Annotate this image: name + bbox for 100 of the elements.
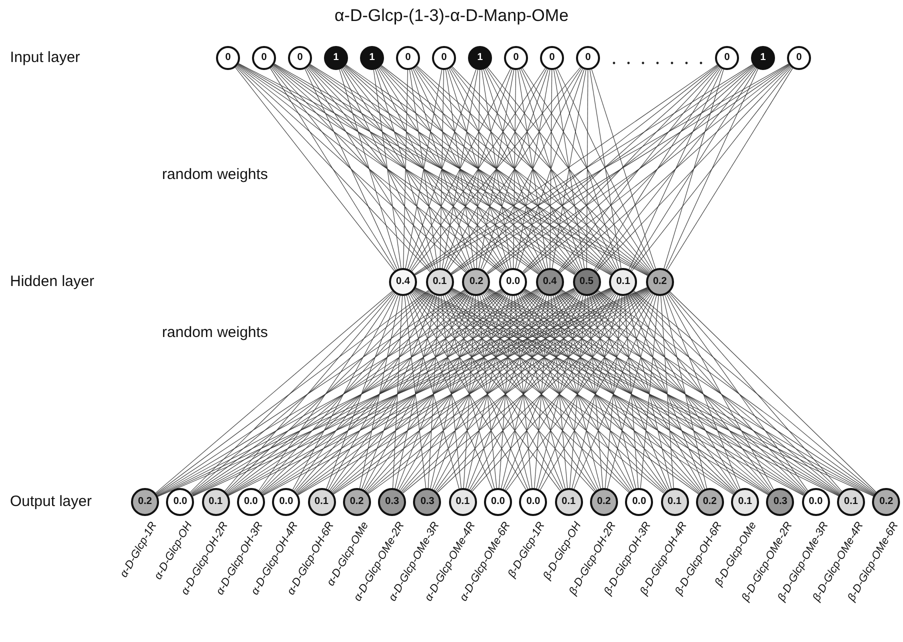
neuron-value: 0.1	[314, 497, 328, 507]
connection-line	[339, 69, 400, 269]
neuron-circle	[389, 268, 417, 296]
connection-line	[518, 294, 599, 490]
connection-line	[463, 296, 476, 488]
connection-line	[304, 68, 398, 270]
connection-line	[506, 293, 652, 491]
neuron-circle	[519, 488, 548, 516]
neuron-circle	[448, 488, 477, 516]
connection-line	[400, 293, 542, 491]
connection-line	[430, 295, 474, 489]
connection-line	[375, 69, 436, 269]
connection-line	[590, 70, 622, 268]
connection-line	[271, 67, 432, 272]
neuron-value: 0.1	[456, 497, 470, 507]
connection-line	[522, 292, 701, 492]
connection-line	[522, 66, 719, 272]
connection-line	[593, 294, 704, 490]
neuron-value: 0.4	[396, 277, 410, 287]
connection-line	[408, 294, 493, 490]
connection-line	[468, 294, 545, 490]
connection-line	[667, 68, 793, 270]
neuron-value: 0.0	[173, 497, 188, 507]
layer-label: random weights	[161, 165, 269, 184]
connection-line	[224, 292, 394, 492]
connection-line	[630, 294, 739, 490]
connection-line	[484, 292, 632, 492]
neuron-value: 0.3	[385, 497, 400, 507]
connection-line	[478, 296, 497, 488]
neuron-value: 0.2	[879, 497, 894, 507]
connection-line	[554, 294, 634, 490]
neuron-circle	[468, 46, 492, 70]
neuron-value: 0.0	[526, 497, 540, 507]
connection-line	[359, 295, 400, 489]
neuron-circle	[715, 46, 739, 70]
neuron-value: 0	[549, 53, 555, 63]
connection-line	[670, 291, 877, 493]
connection-line	[664, 294, 740, 490]
connection-line	[308, 66, 504, 272]
connection-line	[432, 294, 508, 490]
connection-line	[594, 67, 756, 272]
connection-line	[607, 295, 657, 489]
connection-line	[260, 292, 467, 492]
connection-line	[307, 67, 468, 272]
neuron-circle	[590, 488, 618, 516]
neuron-circle	[787, 46, 811, 70]
connection-line	[520, 68, 618, 270]
connection-line	[595, 292, 772, 492]
neuron-circle	[731, 488, 760, 516]
neuron-circle	[462, 268, 490, 296]
connection-line	[626, 295, 672, 489]
connection-line	[342, 68, 470, 270]
connection-line	[411, 292, 560, 492]
connection-line	[536, 295, 584, 489]
neuron-circle	[396, 46, 420, 70]
connection-line	[514, 296, 532, 488]
connection-line	[482, 294, 564, 490]
connection-line	[236, 66, 430, 272]
neuron-value: 0.1	[738, 497, 752, 507]
connection-line	[520, 294, 633, 490]
connection-line	[521, 293, 666, 491]
connection-line	[379, 67, 542, 272]
neuron-circle	[308, 488, 336, 516]
connection-line	[295, 292, 468, 492]
neuron-value: 0	[513, 53, 519, 63]
neuron-value: 0.0	[808, 497, 823, 507]
connection-line	[440, 296, 462, 488]
connection-line	[591, 294, 670, 490]
neuron-value: 0.3	[773, 497, 788, 507]
connection-line	[363, 294, 470, 490]
neuron-value: 0.0	[279, 497, 294, 507]
neuron-circle	[766, 488, 794, 516]
connection-line	[558, 292, 736, 492]
neuron-value: 1	[760, 53, 766, 63]
connection-line	[513, 70, 516, 268]
connection-line	[586, 70, 588, 268]
connection-line	[440, 70, 444, 268]
connection-line	[329, 293, 469, 491]
connection-line	[444, 294, 528, 490]
connection-line	[628, 294, 705, 490]
connection-line	[640, 296, 659, 488]
neuron-circle	[837, 488, 865, 516]
connection-line	[500, 295, 547, 489]
neuron-circle	[576, 46, 600, 70]
neuron-value: 0.1	[668, 497, 682, 507]
connection-line	[498, 296, 512, 488]
neuron-circle	[236, 488, 265, 516]
neuron-circle	[554, 488, 583, 516]
connection-line	[558, 293, 702, 491]
connection-line	[556, 68, 654, 270]
connection-line	[373, 70, 402, 268]
connection-line	[403, 70, 408, 268]
connection-line	[628, 68, 722, 270]
connection-line	[631, 293, 773, 491]
connection-line	[660, 296, 674, 488]
neuron-value: 1	[477, 53, 483, 63]
layer-label: Hidden layer	[10, 272, 96, 291]
connection-line	[340, 68, 434, 270]
connection-line	[466, 295, 510, 489]
connection-line	[558, 67, 720, 272]
